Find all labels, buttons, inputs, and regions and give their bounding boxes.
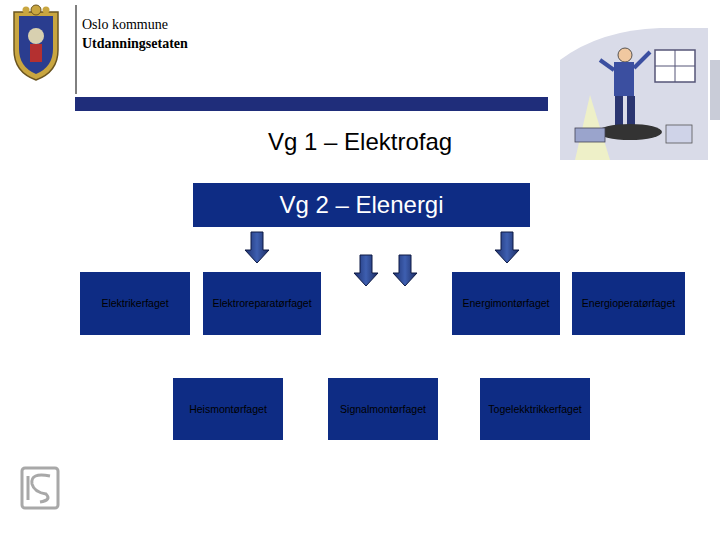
down-arrow [495,232,519,263]
box-label: Elektroreparatørfaget [212,297,311,309]
box-label: Energimontørfaget [463,297,550,309]
trade-box: Energioperatørfaget [572,272,685,335]
header-divider [76,5,77,94]
box-label: Vg 2 – Elenergi [279,191,443,219]
down-arrow [354,255,378,286]
box-label: Heismontørfaget [189,403,267,415]
trade-box: Signalmontørfaget [328,378,438,440]
down-arrow [393,255,417,286]
header-text: Oslo kommune [82,17,168,33]
down-arrow [245,232,269,263]
box-label: Signalmontørfaget [340,403,426,415]
trade-box: Heismontørfaget [173,378,283,440]
electrician-illustration [548,26,720,160]
trade-box: Elektrikerfaget [80,272,190,335]
box-label: Togelekktrikkerfaget [488,403,581,415]
trade-box: Elektroreparatørfaget [203,272,321,335]
trade-box: Togelekktrikkerfaget [480,378,590,440]
coat-of-arms [14,5,58,80]
trade-box: Energimontørfaget [452,272,560,335]
box-label: Elektrikerfaget [101,297,168,309]
program-box: Vg 2 – Elenergi [193,183,530,227]
header-text: Utdanningsetaten [82,36,188,52]
heading: Vg 1 – Elektrofag [268,128,452,156]
footer-logo [22,468,58,508]
box-label: Energioperatørfaget [582,297,675,309]
